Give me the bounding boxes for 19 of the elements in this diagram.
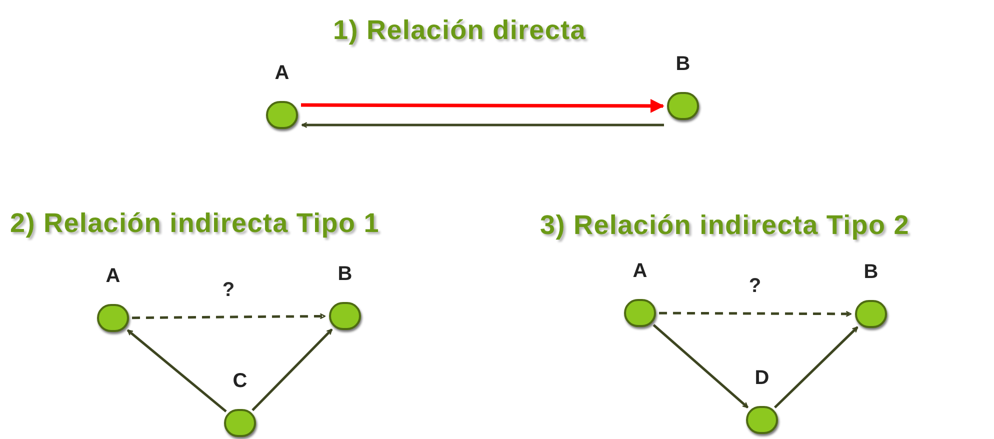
arrow: [301, 98, 664, 113]
section-heading: 1) Relación directa: [333, 14, 586, 47]
arrow: [774, 326, 858, 408]
node-label: A: [274, 61, 290, 85]
arrow: [659, 310, 852, 317]
node-label: A: [106, 264, 120, 288]
node-label: B: [338, 262, 352, 286]
section-heading: 2) Relación indirecta Tipo 1: [10, 207, 380, 240]
node-label: B: [864, 260, 878, 284]
arrow: [132, 313, 326, 320]
node-label: C: [232, 369, 248, 393]
section-heading: 3) Relación indirecta Tipo 2: [540, 209, 910, 242]
arrow: [126, 329, 227, 412]
arrow: [652, 324, 749, 408]
arrow: [252, 328, 333, 412]
node-label: B: [676, 52, 690, 76]
arrow: [301, 122, 664, 128]
node-label: A: [632, 259, 648, 283]
node-label: D: [754, 366, 770, 390]
